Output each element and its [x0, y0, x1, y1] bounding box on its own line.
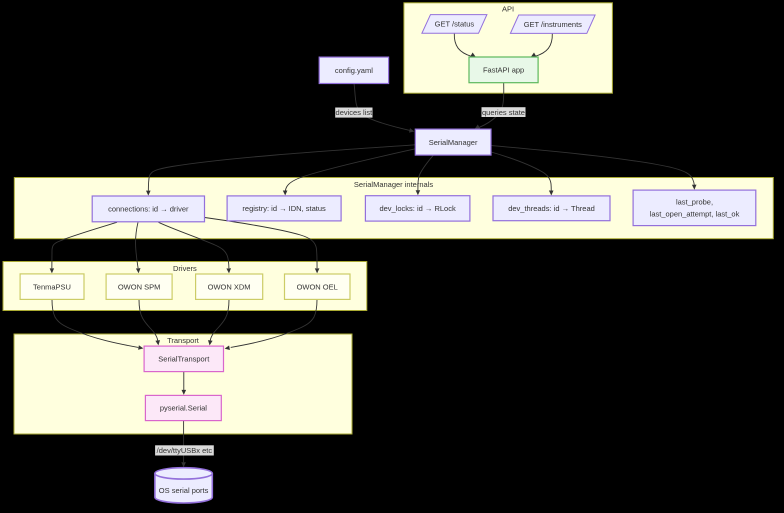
svg-text:Transport: Transport — [167, 336, 200, 345]
svg-text:FastAPI app: FastAPI app — [483, 66, 524, 75]
svg-text:OWON SPM: OWON SPM — [118, 282, 161, 291]
svg-text:API: API — [502, 5, 514, 14]
svg-text:last_open_attempt, last_ok: last_open_attempt, last_ok — [650, 210, 740, 219]
svg-text:OWON OEL: OWON OEL — [297, 282, 338, 291]
svg-text:GET /instruments: GET /instruments — [524, 20, 582, 29]
svg-text:pyserial.Serial: pyserial.Serial — [160, 404, 207, 413]
svg-text:last_probe,: last_probe, — [676, 197, 713, 206]
svg-text:devices list: devices list — [336, 108, 374, 117]
svg-text:dev_threads: id → Thread: dev_threads: id → Thread — [508, 204, 595, 213]
svg-text:config.yaml: config.yaml — [335, 66, 373, 75]
svg-text:TenmaPSU: TenmaPSU — [33, 282, 71, 291]
svg-text:SerialManager internals: SerialManager internals — [354, 180, 433, 189]
svg-text:Drivers: Drivers — [173, 264, 197, 273]
svg-text:dev_locks: id → RLock: dev_locks: id → RLock — [379, 204, 456, 213]
svg-text:SerialManager: SerialManager — [429, 138, 478, 147]
svg-text:SerialTransport: SerialTransport — [158, 355, 210, 364]
svg-text:registry: id → IDN, status: registry: id → IDN, status — [242, 204, 326, 213]
svg-text:/dev/ttyUSBx etc: /dev/ttyUSBx etc — [157, 446, 213, 455]
svg-text:GET /status: GET /status — [435, 20, 475, 29]
svg-text:connections: id → driver: connections: id → driver — [108, 205, 189, 214]
svg-text:OWON XDM: OWON XDM — [208, 282, 251, 291]
svg-text:OS serial ports: OS serial ports — [159, 486, 209, 495]
svg-text:queries state: queries state — [482, 108, 525, 117]
